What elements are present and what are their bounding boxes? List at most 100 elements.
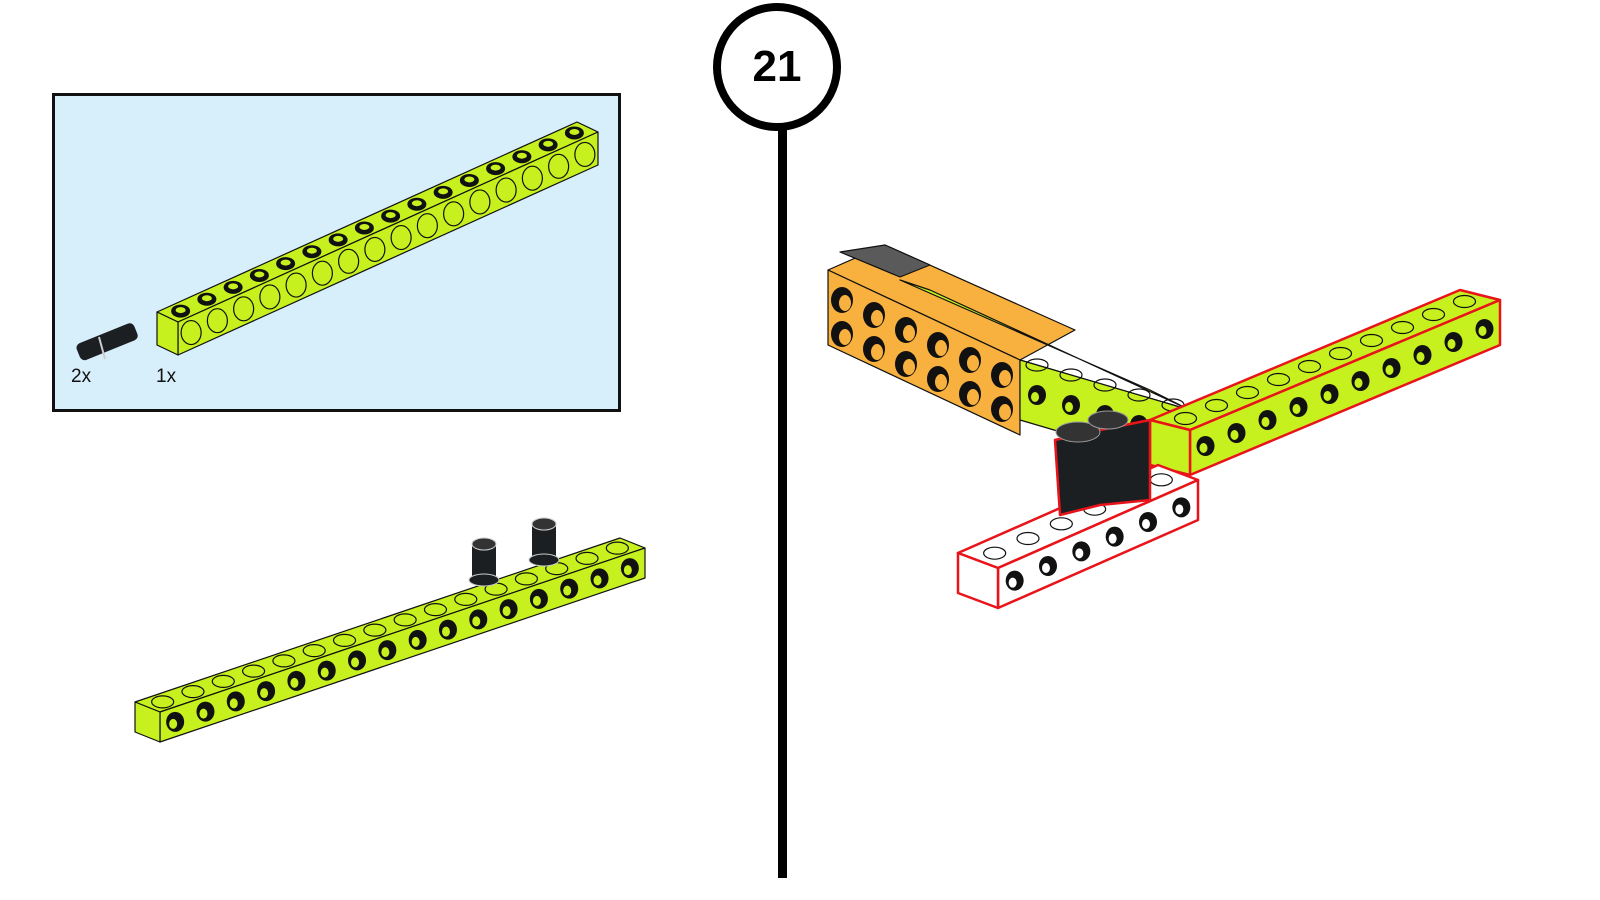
lime-top (899, 279, 1191, 411)
pin-collar (98, 336, 106, 360)
top-hole (983, 546, 1007, 560)
beam-end-face (156, 311, 179, 356)
technic-beam-assembled (134, 537, 646, 743)
stud-hole (411, 200, 422, 207)
orange-hole-inner (871, 310, 883, 326)
side-hole-inner (441, 626, 450, 637)
side-hole-inner (1230, 430, 1239, 440)
pin-quantity: 2x (71, 366, 92, 387)
side-hole-inner (1447, 339, 1456, 349)
orange-hole-inner (935, 374, 947, 390)
stud-hole (490, 164, 501, 171)
orange-hole-inner (935, 340, 947, 356)
side-hole (338, 248, 360, 274)
side-hole-inner (1199, 443, 1208, 453)
top-hole (1359, 333, 1384, 348)
page-divider (778, 128, 787, 878)
beam-front-face (177, 131, 599, 356)
beam-top-face (156, 121, 599, 323)
side-hole-inner (381, 647, 390, 658)
pin-collar (528, 553, 560, 567)
side-hole (574, 141, 596, 168)
pin-body (76, 323, 138, 361)
top-hole (454, 592, 478, 606)
pin-body (472, 544, 496, 580)
stud-hole (228, 283, 239, 290)
side-hole-inner (199, 708, 208, 719)
top-hole (332, 633, 357, 647)
top-hole (151, 695, 175, 709)
side-hole (285, 272, 307, 298)
side-hole-inner (1065, 402, 1073, 412)
side-hole-inner (411, 636, 420, 647)
side-hole-inner (1323, 391, 1332, 401)
side-hole (416, 213, 438, 239)
side-hole (206, 308, 228, 334)
top-hole (514, 572, 539, 586)
orange-hole-inner (999, 404, 1011, 420)
top-hole (1390, 320, 1415, 335)
lime-beam-new (1148, 288, 1502, 477)
side-hole-inner (1075, 548, 1084, 559)
liftarm-hole (1087, 410, 1129, 430)
top-hole (1452, 294, 1477, 309)
technic-beam-part (156, 121, 599, 356)
side-hole-inner (169, 718, 178, 729)
black-liftarm (1053, 410, 1152, 517)
side-hole-inner (1108, 533, 1117, 544)
side-hole (364, 236, 386, 263)
side-hole-inner (1385, 365, 1394, 375)
side-hole-inner (1354, 378, 1363, 388)
pin-top (531, 517, 557, 531)
top-hole (1127, 388, 1151, 402)
stud-hole (516, 152, 527, 159)
side-hole (443, 201, 465, 227)
orange-hole-inner (967, 355, 979, 371)
side-hole-inner (320, 667, 329, 678)
stud-hole (543, 140, 554, 147)
top-hole (1204, 398, 1229, 413)
top-hole (181, 685, 205, 699)
stud-hole (175, 307, 186, 314)
side-hole-inner (1292, 404, 1301, 414)
orange-hole-inner (839, 329, 851, 345)
side-hole (521, 165, 543, 191)
side-hole-inner (351, 657, 360, 668)
top-hole (1266, 372, 1291, 387)
side-hole-inner (1142, 519, 1150, 529)
top-hole (605, 541, 629, 555)
beam-front-face (159, 547, 646, 743)
stud-hole (201, 295, 212, 302)
side-hole-inner (472, 616, 481, 627)
stud-hole (254, 271, 265, 278)
side-hole (180, 319, 202, 346)
orange-hole-inner (903, 359, 915, 375)
top-hole (1421, 307, 1446, 322)
stud-hole (464, 176, 475, 183)
top-hole (1173, 411, 1198, 426)
side-hole-inner (1008, 577, 1017, 588)
top-hole (211, 674, 235, 688)
top-hole (393, 613, 417, 627)
connector-pin-2 (528, 517, 560, 567)
stud-hole (359, 223, 370, 230)
top-hole (1328, 346, 1353, 361)
stud-hole (333, 235, 344, 242)
pin-collar (468, 573, 500, 587)
connector-pin-1 (468, 537, 500, 587)
top-hole (1016, 531, 1040, 546)
side-hole-inner (260, 688, 269, 699)
top-hole (575, 551, 599, 565)
top-hole (1235, 385, 1260, 400)
orange-hole-inner (903, 325, 915, 341)
connector-pin-icon (76, 323, 138, 361)
top-hole (1093, 378, 1117, 392)
side-hole (233, 296, 255, 322)
orange-hole-inner (967, 389, 979, 405)
side-hole-inner (1478, 326, 1487, 336)
side-hole-inner (502, 606, 511, 617)
stud-hole (280, 259, 291, 266)
side-hole-inner (593, 575, 602, 586)
side-hole (390, 224, 412, 251)
